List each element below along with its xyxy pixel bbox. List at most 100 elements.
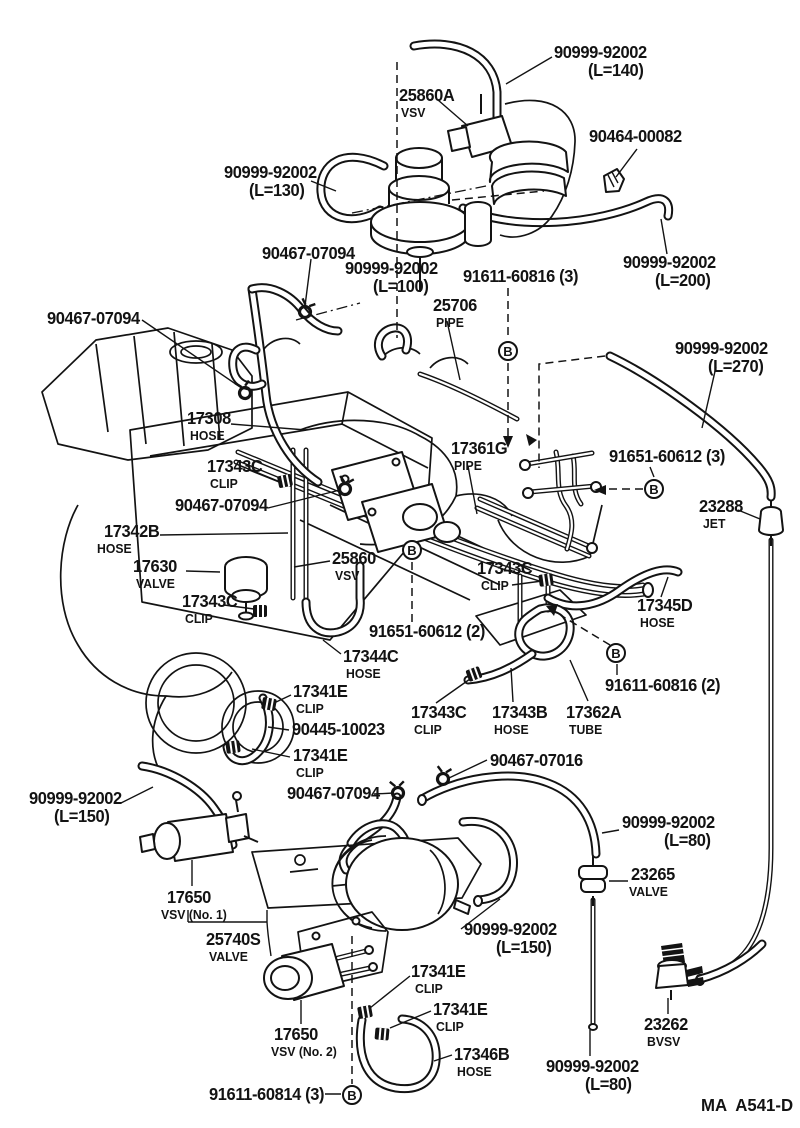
part-callout: 23288 [699, 496, 743, 516]
part-callout: 23262 [644, 1014, 688, 1034]
page-code: MA A541-D [701, 1095, 794, 1115]
part-callout: HOSE [640, 615, 675, 630]
part-callout: 25860 [332, 548, 376, 568]
part-callout: VALVE [629, 884, 668, 899]
part-callout: 90467-07094 [287, 783, 380, 803]
part-callout: CLIP [414, 722, 442, 737]
part-callout: 17344C [343, 646, 399, 666]
part-callout: 90999-92002 [345, 258, 438, 278]
part-callout: 17343C [411, 702, 467, 722]
part-callout: (L=150) [54, 806, 110, 826]
part-callout: 91651-60612 (3) [609, 446, 726, 466]
part-callout: 23265 [631, 864, 675, 884]
part-callout: CLIP [481, 578, 509, 593]
clip-90464 [603, 168, 625, 193]
part-callout: PIPE [454, 458, 482, 473]
part-callout: VSV (No. 2) [271, 1044, 337, 1059]
air-tank [331, 835, 471, 932]
part-callout: 90445-10023 [292, 719, 385, 739]
part-callout: 91651-60612 (2) [369, 621, 486, 641]
part-callout: CLIP [436, 1019, 464, 1034]
vsv-17650-no1 [139, 791, 259, 862]
part-callout: TUBE [569, 722, 603, 737]
part-callout: (L=270) [708, 356, 764, 376]
part-callout: 17630 [133, 556, 177, 576]
part-callout: CLIP [296, 765, 324, 780]
part-callout: 17361G [451, 438, 508, 458]
part-callout: 17341E [293, 681, 348, 701]
part-callout: 17650 [274, 1024, 318, 1044]
part-callout: 17362A [566, 702, 622, 722]
part-callout: 17308 [187, 408, 231, 428]
part-callout: HOSE [97, 541, 132, 556]
part-callout: 90467-07094 [262, 243, 355, 263]
callout-leader-lines [120, 56, 761, 1095]
part-callout: 17650 [167, 887, 211, 907]
part-callout: VSV (No. 1) [161, 907, 227, 922]
vsv-25860a [447, 94, 576, 247]
fixing-marker-b: B [606, 643, 626, 663]
part-callout: 25740S [206, 929, 261, 949]
part-callout: VALVE [209, 949, 248, 964]
part-callout: 91611-60816 (2) [605, 675, 721, 695]
part-callout: 17343C [207, 456, 263, 476]
part-callout: 90467-07094 [175, 495, 268, 515]
part-callout: (L=200) [655, 270, 711, 290]
part-callout: 17346B [454, 1044, 510, 1064]
part-callout: 91611-60816 (3) [463, 266, 579, 286]
fixing-marker-b: B [644, 479, 664, 499]
part-callout: BVSV [647, 1034, 681, 1049]
fixing-marker-b: B [498, 341, 518, 361]
part-callout: HOSE [346, 666, 381, 681]
part-callout: CLIP [210, 476, 238, 491]
part-callout: CLIP [185, 611, 213, 626]
valve-23265 [578, 856, 608, 906]
vsv-17650-no2 [263, 911, 389, 1001]
part-callout: 90999-92002 [224, 162, 317, 182]
part-callout: 91611-60814 (3) [209, 1084, 325, 1104]
part-callout: HOSE [190, 428, 225, 443]
part-callout: 90999-92002 [464, 919, 557, 939]
part-callout: HOSE [494, 722, 529, 737]
part-callout: (L=150) [496, 937, 552, 957]
part-callout: (L=140) [588, 60, 644, 80]
bvsv-23262 [655, 943, 704, 1000]
part-callout: VSV [401, 105, 426, 120]
part-callout: 90999-92002 [623, 252, 716, 272]
part-callout: 90999-92002 [554, 42, 647, 62]
part-callout: (L=130) [249, 180, 305, 200]
part-callout: 90464-00082 [589, 126, 682, 146]
part-callout: 90467-07016 [490, 750, 583, 770]
part-callout: VALVE [136, 576, 175, 591]
part-callout: 90999-92002 [29, 788, 122, 808]
part-callout: 17341E [293, 745, 348, 765]
part-callout: (L=80) [585, 1074, 632, 1094]
fixing-marker-b: B [342, 1085, 362, 1105]
part-callout: CLIP [415, 981, 443, 996]
fixing-marker-b: B [402, 540, 422, 560]
part-callout: 90999-92002 [546, 1056, 639, 1076]
part-callout: 25860A [399, 85, 455, 105]
part-callout: JET [703, 516, 726, 531]
part-callout: 25706 [433, 295, 477, 315]
valve-17630 [224, 556, 268, 621]
part-callout: HOSE [457, 1064, 492, 1079]
part-callout: 90467-07094 [47, 308, 140, 328]
part-callout: PIPE [436, 315, 464, 330]
part-callout: VSV [335, 568, 360, 583]
part-callout: 17343C [477, 558, 533, 578]
part-callout: CLIP [296, 701, 324, 716]
part-callout: 17345D [637, 595, 693, 615]
part-callout: 17343B [492, 702, 548, 722]
part-callout: 90999-92002 [622, 812, 715, 832]
part-callout: 17343C [182, 591, 238, 611]
vacuum-hoses [142, 44, 771, 1089]
part-callout: 90999-92002 [675, 338, 768, 358]
part-callout: 17342B [104, 521, 160, 541]
part-callout: (L=80) [664, 830, 711, 850]
jet-23288 [758, 500, 784, 546]
part-callout: 17341E [433, 999, 488, 1019]
part-callout: (L=100) [373, 276, 429, 296]
